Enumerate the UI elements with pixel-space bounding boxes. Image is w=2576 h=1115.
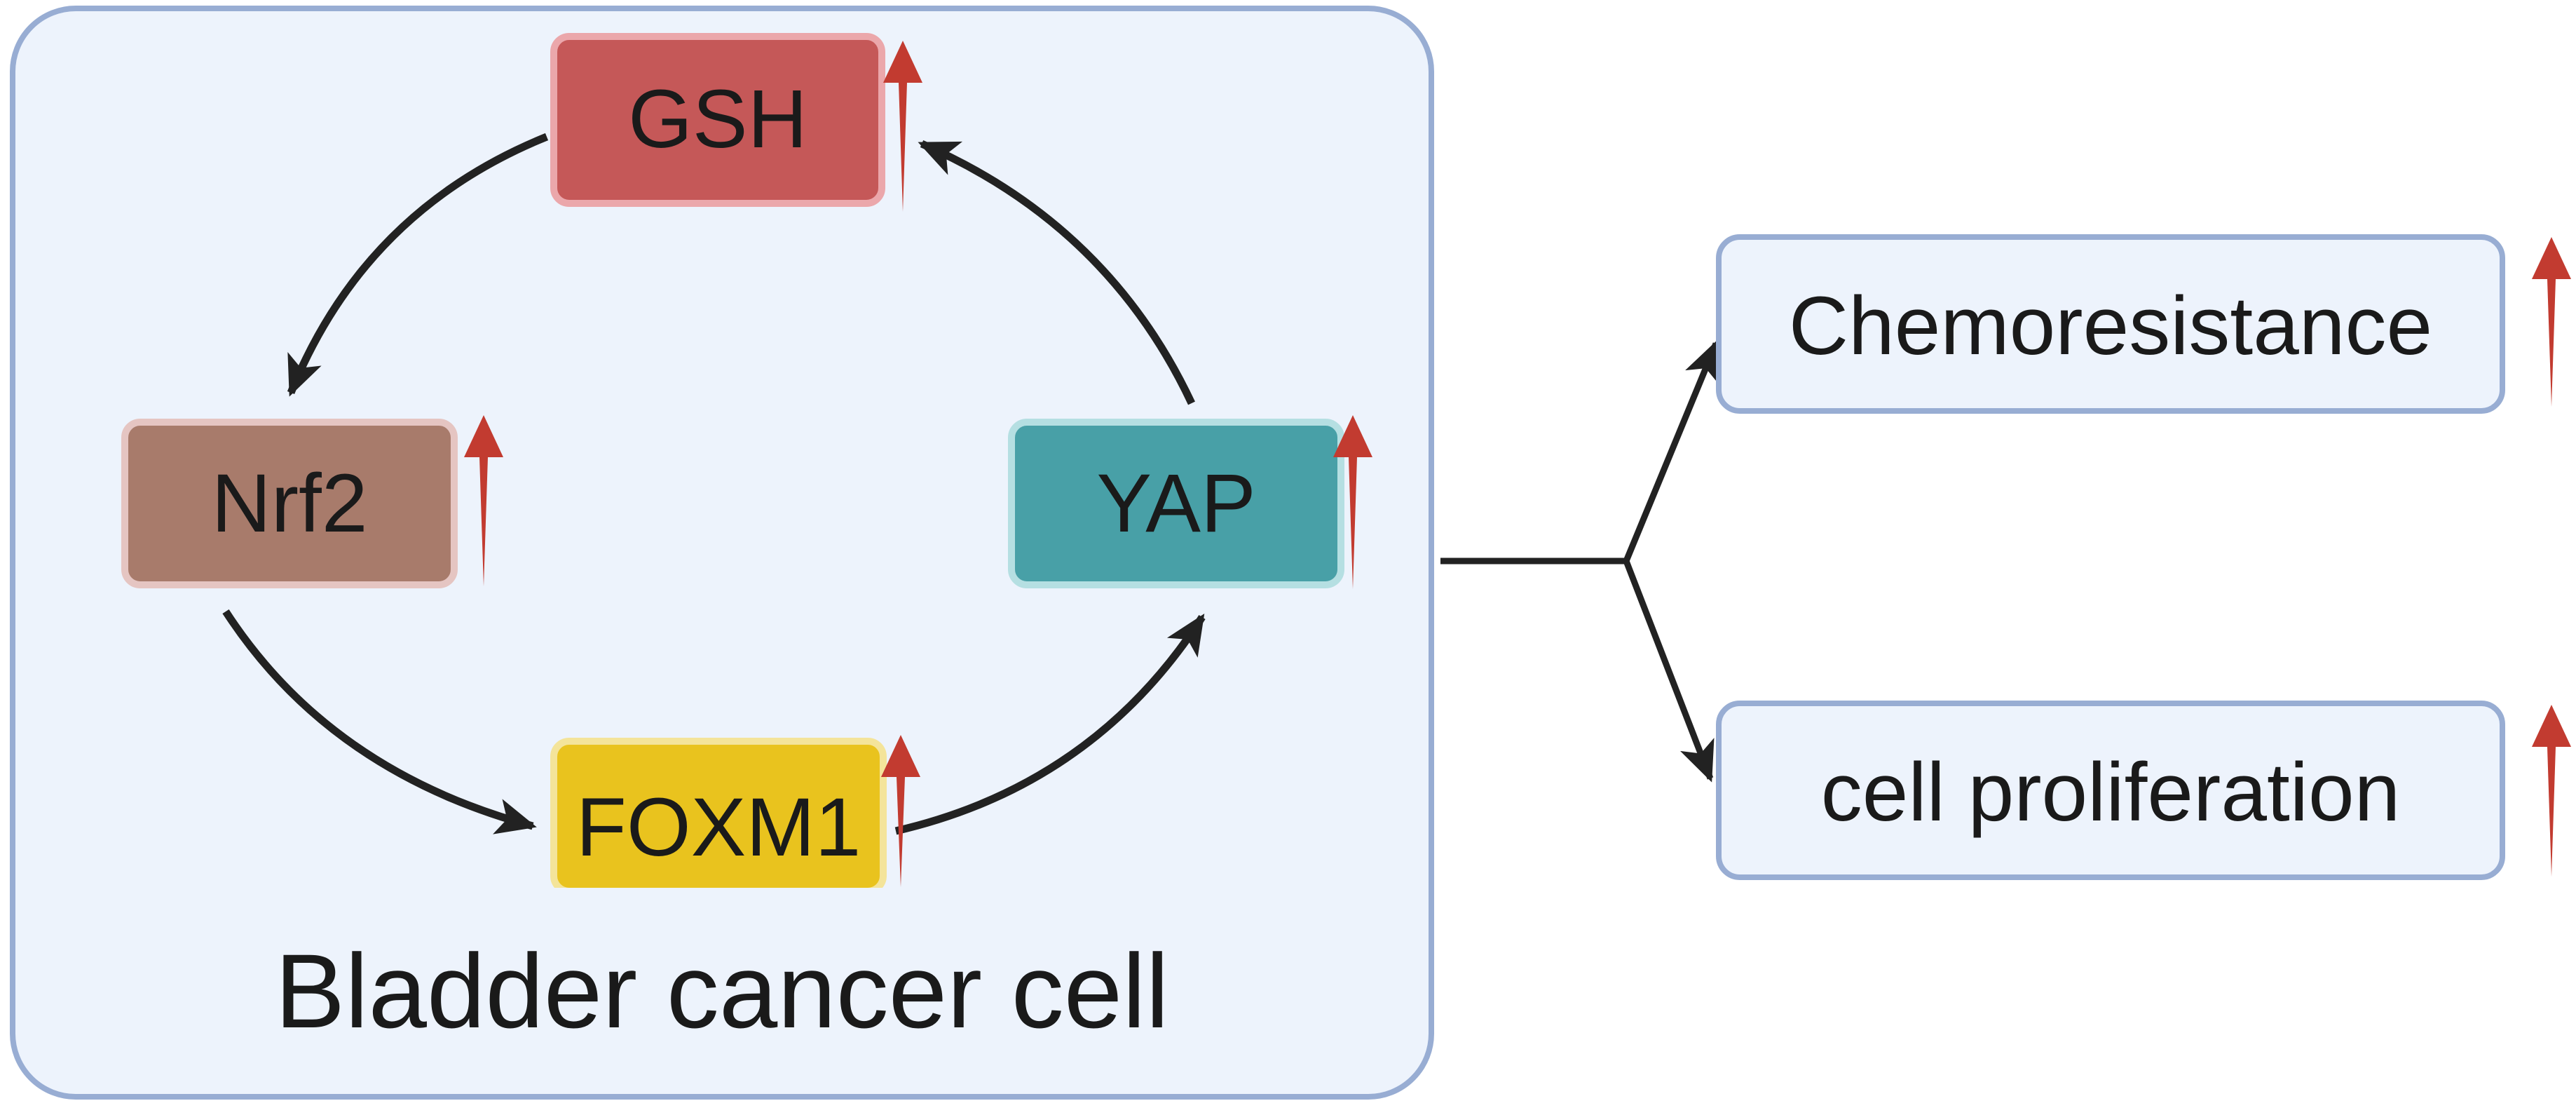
nrf2-up-arrow-icon xyxy=(464,415,503,586)
gsh-up-arrow-icon xyxy=(883,41,922,212)
cycle-arrows xyxy=(222,133,1206,835)
arrow-foxm1-to-yap xyxy=(894,613,1206,835)
gsh-box xyxy=(550,33,885,207)
yap-label: YAP xyxy=(1096,457,1255,550)
arrow-to-proliferation xyxy=(1623,560,1715,783)
yap-box xyxy=(1008,419,1344,588)
arrow-yap-to-gsh xyxy=(918,140,1195,405)
node-gsh: GSH xyxy=(550,33,922,212)
proliferation-up-arrow-icon xyxy=(2532,705,2571,877)
chemoresistance-label: Chemoresistance xyxy=(1789,280,2432,372)
node-foxm1: FOXM1 xyxy=(547,735,920,907)
node-yap: YAP xyxy=(1008,415,1372,589)
gsh-label: GSH xyxy=(628,73,807,165)
branch-connector xyxy=(1440,339,1719,783)
yap-up-arrow-icon xyxy=(1333,415,1372,589)
outcome-cell-proliferation: cell proliferation xyxy=(1716,701,2571,880)
foxm1-up-arrow-icon xyxy=(881,735,920,887)
arrow-gsh-to-nrf2 xyxy=(287,133,549,397)
bladder-cancer-cell: Bladder cancer cell xyxy=(10,6,1434,1100)
node-nrf2: Nrf2 xyxy=(121,415,503,588)
arrow-to-chemoresistance xyxy=(1623,339,1719,562)
cell-label: Bladder cancer cell xyxy=(275,932,1169,1050)
chemoresistance-box xyxy=(1716,234,2505,414)
proliferation-box xyxy=(1716,701,2505,880)
cell-boundary xyxy=(10,6,1434,1100)
chemoresistance-up-arrow-icon xyxy=(2532,237,2571,407)
proliferation-label: cell proliferation xyxy=(1821,746,2400,839)
arrow-nrf2-to-foxm1 xyxy=(222,609,537,834)
outcome-chemoresistance: Chemoresistance xyxy=(1716,234,2571,414)
nrf2-box xyxy=(121,419,458,588)
foxm1-label: FOXM1 xyxy=(576,781,861,874)
nrf2-label: Nrf2 xyxy=(212,457,368,550)
